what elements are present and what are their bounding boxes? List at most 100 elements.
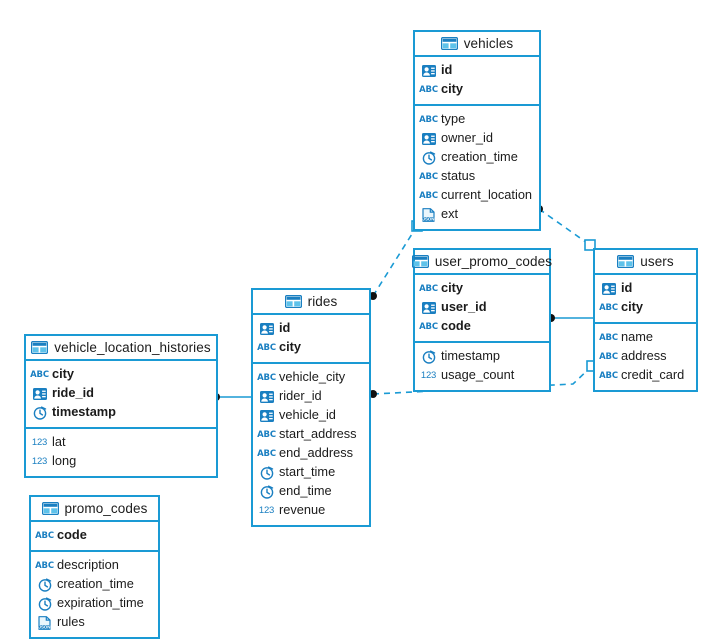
field-row: 123 revenue (253, 501, 369, 520)
abc-text-icon: ABC (257, 448, 276, 459)
entity-header: vehicles (415, 32, 539, 57)
field-name: city (279, 339, 302, 355)
abc-text-icon: ABC (599, 302, 618, 313)
clock-icon (259, 484, 274, 499)
field-name: long (52, 453, 77, 469)
field-row: owner_id (415, 129, 539, 148)
clock-icon (421, 150, 436, 165)
field-name: timestamp (441, 348, 501, 364)
field-name: ext (441, 206, 459, 222)
field-name: description (57, 557, 119, 573)
field-name: rider_id (279, 388, 322, 404)
field-name: code (57, 527, 87, 543)
field-name: end_time (279, 483, 332, 499)
123-number-icon: 123 (258, 505, 275, 516)
field-name: owner_id (441, 130, 493, 146)
abc-text-icon: ABC (419, 114, 438, 125)
id-card-icon (259, 321, 274, 336)
field-name: id (441, 62, 453, 78)
entity-title: user_promo_codes (434, 254, 553, 269)
123-number-icon: 123 (420, 370, 437, 381)
field-row: end_time (253, 482, 369, 501)
abc-text-icon: ABC (419, 283, 438, 294)
abc-text-icon: ABC (599, 351, 618, 362)
field-name: timestamp (52, 404, 117, 420)
field-name: ride_id (52, 385, 94, 401)
clock-icon (421, 349, 436, 364)
field-row: start_time (253, 463, 369, 482)
field-row: creation_time (415, 148, 539, 167)
abc-text-icon: ABC (599, 370, 618, 381)
field-name: type (441, 111, 466, 127)
relationship-vehicle_location_histories-to-rides (212, 393, 253, 401)
field-name: creation_time (57, 576, 134, 592)
entity-title: users (640, 254, 674, 269)
abc-text-icon: ABC (419, 84, 438, 95)
field-name: rules (57, 614, 85, 630)
field-name: current_location (441, 187, 533, 203)
id-card-icon (421, 300, 436, 315)
entity-header: promo_codes (31, 497, 158, 522)
field-name: start_time (279, 464, 336, 480)
clock-icon (37, 577, 52, 592)
field-row: user_id (415, 298, 549, 317)
123-number-icon: 123 (31, 437, 48, 448)
abc-text-icon: ABC (419, 190, 438, 201)
field-name: name (621, 329, 654, 345)
table-grid-icon (31, 341, 49, 354)
field-row: ride_id (26, 384, 216, 403)
field-name: revenue (279, 502, 326, 518)
id-card-icon (421, 131, 436, 146)
field-name: user_id (441, 299, 487, 315)
clock-icon (37, 596, 52, 611)
json-file-icon: JSON (421, 207, 436, 222)
abc-text-icon: ABC (30, 369, 49, 380)
field-name: id (621, 280, 633, 296)
field-name: id (279, 320, 291, 336)
id-card-icon (259, 389, 274, 404)
field-name: address (621, 348, 667, 364)
field-row: JSON rules (31, 613, 158, 632)
entity-title: vehicle_location_histories (54, 340, 211, 355)
clock-icon (259, 465, 274, 480)
123-number-icon: 123 (31, 456, 48, 467)
id-card-icon (259, 408, 274, 423)
entity-title: promo_codes (64, 501, 148, 516)
field-name: city (441, 280, 464, 296)
svg-text:JSON: JSON (39, 624, 51, 629)
field-name: expiration_time (57, 595, 144, 611)
field-row: JSON ext (415, 205, 539, 224)
entity-header: vehicle_location_histories (26, 336, 216, 361)
abc-text-icon: ABC (419, 321, 438, 332)
field-row: id (595, 279, 696, 298)
svg-text:JSON: JSON (423, 216, 435, 221)
field-row: 123 long (26, 452, 216, 471)
table-grid-icon (617, 255, 635, 268)
